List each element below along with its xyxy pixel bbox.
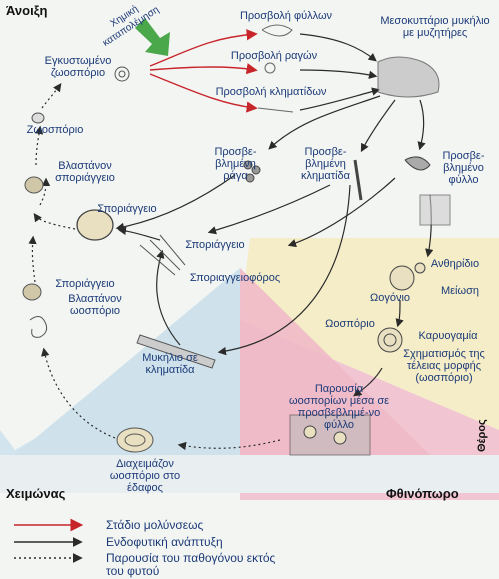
infected-leaf-label: Προσβε-βλημένο φύλλο: [442, 150, 485, 186]
sporangium-small-label: Σποριάγγειο: [185, 239, 245, 251]
legend-endophytic: Ενδοφυτική ανάπτυξη: [106, 535, 223, 549]
mycelium-shoot-label: Μυκήλιο σε κληματίδα: [142, 352, 198, 376]
oospores-leaf-label: Παρουσία ωοσπορίων μέσα σε προσβεβλημέ-ν…: [288, 383, 390, 431]
shoot-attack-label: Προσβολή κληματίδων: [215, 86, 327, 98]
sporangiophore-label: Σποριαγγειοφόρος: [189, 272, 281, 284]
sporangium-small-drawing: [22, 283, 42, 301]
shoot-attack-drawing: [257, 107, 294, 113]
winter-triangle: [15, 268, 240, 455]
legend-outside-plant: Παρουσία του παθογόνου εκτός του φυτού: [106, 551, 276, 578]
meiosis-label: Μείωση: [440, 285, 479, 297]
summer-region: [240, 238, 499, 430]
grape-attack-label: Προσβολή ραγών: [230, 50, 318, 62]
pink-triangle: [240, 268, 430, 455]
germinated-sporangium-drawing: [24, 176, 44, 194]
encysted-zoospore-label: Εγκυστωμένο ζωοσπόριο: [44, 55, 112, 79]
antheridium-label: Ανθηρίδιο: [430, 258, 480, 270]
infected-grape-drawing: [243, 160, 261, 183]
mycelium-haustoria-label: Μεσοκυττάριο μυκήλιο με μυζητήρες: [380, 15, 490, 39]
overwintering-oospore-label: Διαχειμάζον ωοσπόριο στο έδαφος: [109, 458, 181, 494]
sporangiophore-drawing: [139, 234, 186, 276]
infected-grape-label: Προσβε-βλημένη ράγα: [214, 146, 257, 182]
infected-shoot-label: Προσβε-βλημένη κληματίδα: [300, 146, 351, 182]
infected-shoot-drawing: [353, 159, 363, 201]
leaf-attack-drawing: [261, 24, 293, 37]
grape-attack-drawing: [264, 62, 276, 74]
legend-infection-stage: Στάδιο μολύνσεως: [106, 518, 204, 532]
chemical-arrow: [135, 18, 170, 56]
infected-leaf-drawing: [404, 156, 431, 171]
encysted-zoospore-drawing: [114, 66, 130, 82]
germinated-sporangium-label: Βλαστάνον σποριάγγειο: [55, 160, 115, 184]
sporangium-main-label: Σποριάγγειο: [97, 203, 157, 215]
season-summer: Θέρος: [476, 419, 488, 452]
season-autumn: Φθινόπωρο: [386, 486, 459, 501]
perfect-form-label: Σχηματισμός της τέλειας μορφής (ωοσπόριο…: [403, 348, 485, 384]
sporangium-drawing: [76, 209, 114, 241]
shoot-mycelium-drawing: [136, 334, 216, 369]
sporangium-2-label: Σποριάγγειο: [55, 278, 115, 290]
overwintering-oospore-drawing: [116, 427, 154, 453]
season-winter: Χειμώνας: [6, 486, 66, 501]
antheridium-oogonium-drawing: [389, 262, 426, 291]
germinated-oospore-drawing: [29, 316, 48, 338]
zoospore-label: Ζωοσπόριο: [26, 124, 84, 136]
karyogamy-label: Καρυογαμία: [418, 330, 478, 342]
season-spring: Άνοιξη: [6, 3, 48, 18]
oospores-leaf-drawing: [289, 414, 371, 456]
germinated-oospore-label: Βλαστάνον ωοσπόριο: [68, 293, 122, 317]
oospore-drawing: [377, 327, 403, 353]
oospore-label: Ωοσπόριο: [325, 318, 375, 330]
leaf-section-drawing: [419, 194, 451, 226]
oogonium-label: Ωογόνιο: [369, 292, 411, 304]
leaf-attack-label: Προσβολή φύλλων: [239, 10, 333, 22]
zoospore-drawing: [31, 112, 45, 124]
mycelium-leaf-drawing: [377, 56, 440, 98]
